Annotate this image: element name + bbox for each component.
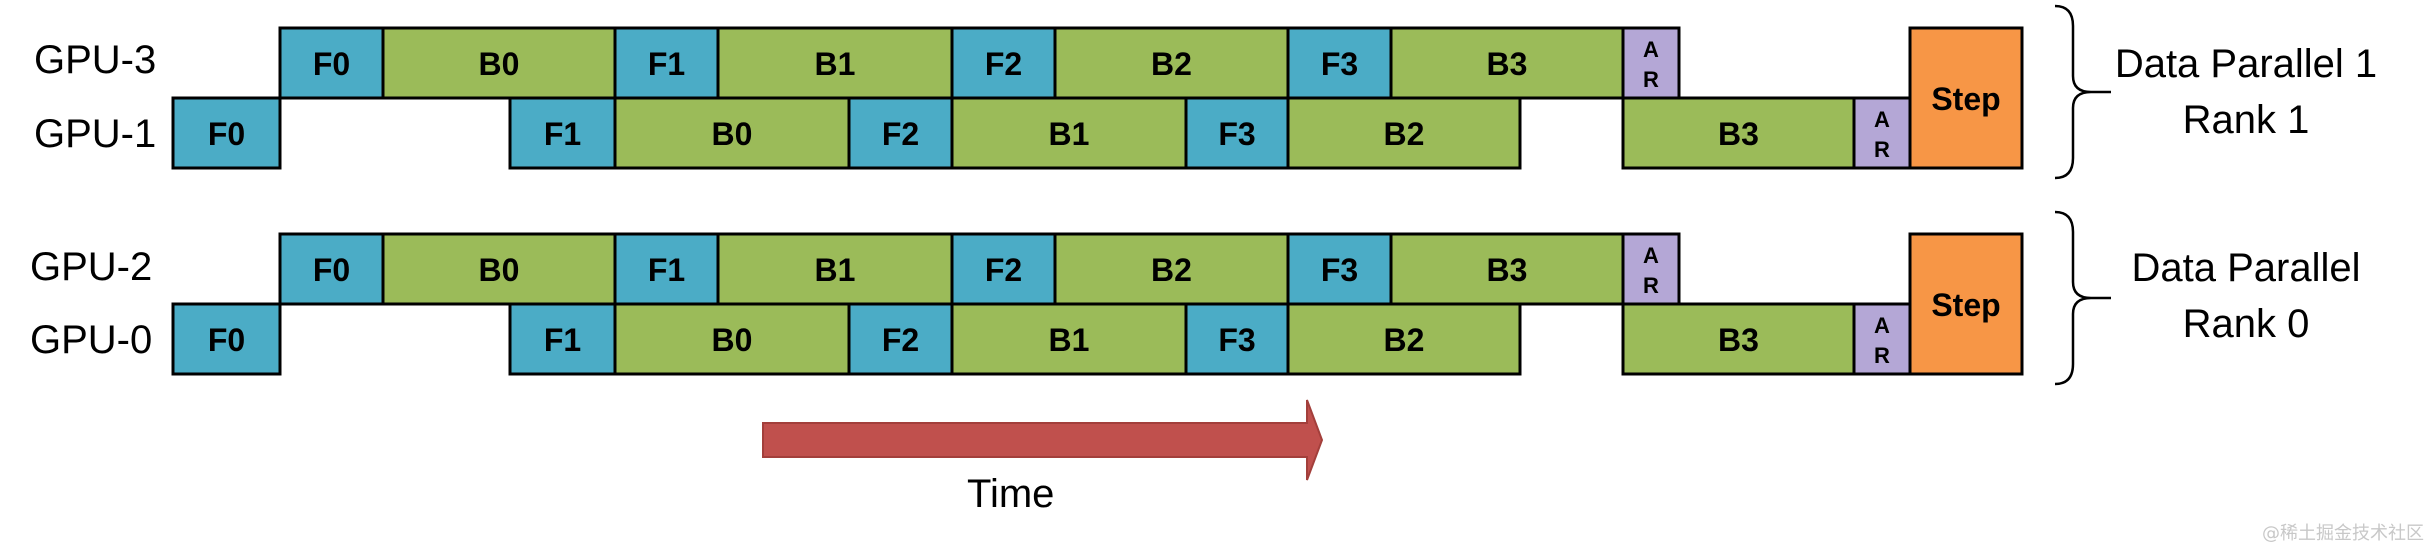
block-allreduce-ar: AR (1621, 232, 1681, 306)
block-forward-f0: F0 (278, 26, 385, 100)
block-backward-b0: B0 (613, 302, 851, 376)
block-label: B2 (1384, 116, 1425, 152)
block-forward-f0: F0 (171, 96, 282, 170)
rank-label-line2: Rank 1 (2182, 98, 2310, 142)
gpu-label-gpu-1: GPU-1 (34, 112, 157, 156)
time-arrow (762, 399, 1324, 481)
block-label: F0 (208, 116, 245, 152)
block-label: F2 (985, 252, 1022, 288)
block-allreduce-ar: AR (1852, 96, 1912, 170)
step-label: Step (1931, 81, 2000, 117)
block-label-bottom: R (1643, 273, 1659, 298)
block-label: F3 (1218, 116, 1255, 152)
block-forward-f2: F2 (950, 26, 1057, 100)
rank-label-line1: Data Parallel (2131, 246, 2361, 290)
block-label: B0 (712, 322, 753, 358)
block-forward-f3: F3 (1286, 26, 1393, 100)
block-label: F0 (313, 46, 350, 82)
block-label: B0 (479, 46, 520, 82)
block-label: B2 (1151, 46, 1192, 82)
block-backward-b1: B1 (950, 96, 1188, 170)
block-label: F2 (985, 46, 1022, 82)
block-label: B3 (1487, 252, 1528, 288)
block-forward-f0: F0 (171, 302, 282, 376)
block-forward-f1: F1 (508, 302, 617, 376)
rank-label-data-parallel-0: Data Parallel Rank 0 (2096, 240, 2396, 352)
block-forward-f1: F1 (613, 26, 720, 100)
step-label: Step (1931, 287, 2000, 323)
block-backward-b3: B3 (1621, 302, 1856, 376)
block-label: B0 (479, 252, 520, 288)
group-brace (2054, 210, 2092, 386)
block-label: F3 (1321, 46, 1358, 82)
block-backward-b0: B0 (381, 26, 617, 100)
group-brace (2054, 4, 2092, 180)
block-label: F3 (1321, 252, 1358, 288)
block-label-top: A (1874, 107, 1890, 132)
block-forward-f2: F2 (950, 232, 1057, 306)
time-label: Time (967, 472, 1055, 516)
block-backward-b3: B3 (1389, 232, 1625, 306)
block-forward-f1: F1 (613, 232, 720, 306)
block-label: B1 (1049, 116, 1090, 152)
block-label: F1 (544, 116, 581, 152)
block-label: B1 (815, 252, 856, 288)
block-label: F1 (648, 252, 685, 288)
block-label: F2 (882, 322, 919, 358)
block-backward-b0: B0 (381, 232, 617, 306)
rank-label-data-parallel-1: Data Parallel 1 Rank 1 (2096, 36, 2396, 148)
block-forward-f0: F0 (278, 232, 385, 306)
block-label-bottom: R (1643, 67, 1659, 92)
block-forward-f3: F3 (1286, 232, 1393, 306)
step-block: Step (1908, 26, 2024, 170)
block-label: F1 (648, 46, 685, 82)
gpu-label-gpu-3: GPU-3 (34, 38, 157, 82)
block-forward-f2: F2 (847, 302, 954, 376)
gpu-label-gpu-2: GPU-2 (30, 245, 153, 289)
block-label-top: A (1643, 37, 1659, 62)
block-label: F0 (208, 322, 245, 358)
block-backward-b1: B1 (950, 302, 1188, 376)
block-backward-b3: B3 (1389, 26, 1625, 100)
block-label: B1 (815, 46, 856, 82)
block-backward-b0: B0 (613, 96, 851, 170)
block-label-bottom: R (1874, 137, 1890, 162)
block-allreduce-ar: AR (1621, 26, 1681, 100)
block-forward-f3: F3 (1184, 96, 1290, 170)
block-label: F1 (544, 322, 581, 358)
block-backward-b2: B2 (1286, 96, 1522, 170)
block-allreduce-ar: AR (1852, 302, 1912, 376)
block-label: F2 (882, 116, 919, 152)
block-label: B3 (1718, 322, 1759, 358)
block-backward-b2: B2 (1053, 26, 1290, 100)
block-label: B3 (1487, 46, 1528, 82)
block-forward-f3: F3 (1184, 302, 1290, 376)
block-label: B2 (1151, 252, 1192, 288)
block-backward-b1: B1 (716, 232, 954, 306)
block-label: B1 (1049, 322, 1090, 358)
block-label-top: A (1874, 313, 1890, 338)
rank-label-line1: Data Parallel 1 (2114, 42, 2378, 86)
block-label: B2 (1384, 322, 1425, 358)
block-forward-f2: F2 (847, 96, 954, 170)
block-label-bottom: R (1874, 343, 1890, 368)
step-block: Step (1908, 232, 2024, 376)
block-backward-b3: B3 (1621, 96, 1856, 170)
block-label: F0 (313, 252, 350, 288)
block-label: B0 (712, 116, 753, 152)
block-backward-b2: B2 (1286, 302, 1522, 376)
block-label-top: A (1643, 243, 1659, 268)
watermark: @稀土掘金技术社区 (2262, 523, 2424, 544)
block-forward-f1: F1 (508, 96, 617, 170)
gpu-label-gpu-0: GPU-0 (30, 318, 153, 362)
block-label: B3 (1718, 116, 1759, 152)
block-label: F3 (1218, 322, 1255, 358)
block-backward-b1: B1 (716, 26, 954, 100)
rank-label-line2: Rank 0 (2182, 302, 2310, 346)
block-backward-b2: B2 (1053, 232, 1290, 306)
